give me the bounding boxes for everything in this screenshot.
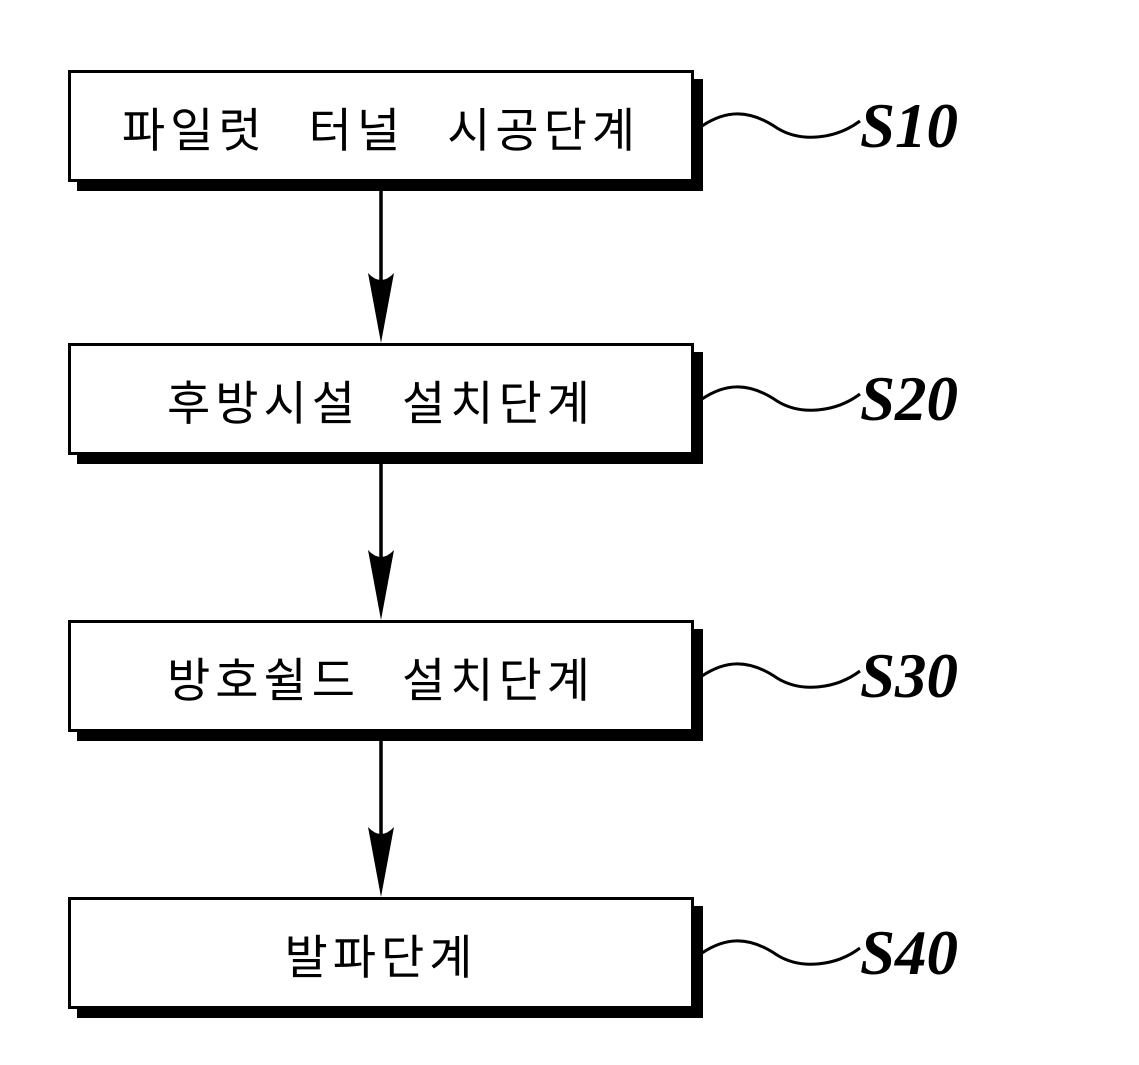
flow-box-label: 후방시설 설치단계 bbox=[167, 376, 595, 430]
step-id-label-s40: S40 bbox=[860, 918, 959, 988]
flow-box-label: 발파단계 bbox=[284, 930, 478, 984]
flow-arrow-down-3 bbox=[368, 733, 394, 897]
flow-box-rear-facility: 후방시설 설치단계 bbox=[68, 343, 694, 455]
flow-box-label: 파일럿 터널 시공단계 bbox=[121, 103, 641, 157]
flow-box-pilot-tunnel: 파일럿 터널 시공단계 bbox=[68, 70, 694, 182]
flow-arrow-down-1 bbox=[368, 183, 394, 343]
leader-squiggle-4 bbox=[701, 939, 861, 966]
flow-arrow-down-2 bbox=[368, 456, 394, 620]
step-id-label-s20: S20 bbox=[860, 364, 959, 434]
leader-squiggle-3 bbox=[701, 662, 861, 689]
leader-squiggle-1 bbox=[701, 112, 861, 139]
flow-box-label: 방호쉴드 설치단계 bbox=[167, 653, 595, 707]
flow-box-protective-shield: 방호쉴드 설치단계 bbox=[68, 620, 694, 732]
flow-box-blasting: 발파단계 bbox=[68, 897, 694, 1009]
leader-squiggle-2 bbox=[701, 385, 861, 412]
step-id-label-s30: S30 bbox=[860, 641, 959, 711]
step-id-label-s10: S10 bbox=[860, 91, 959, 161]
